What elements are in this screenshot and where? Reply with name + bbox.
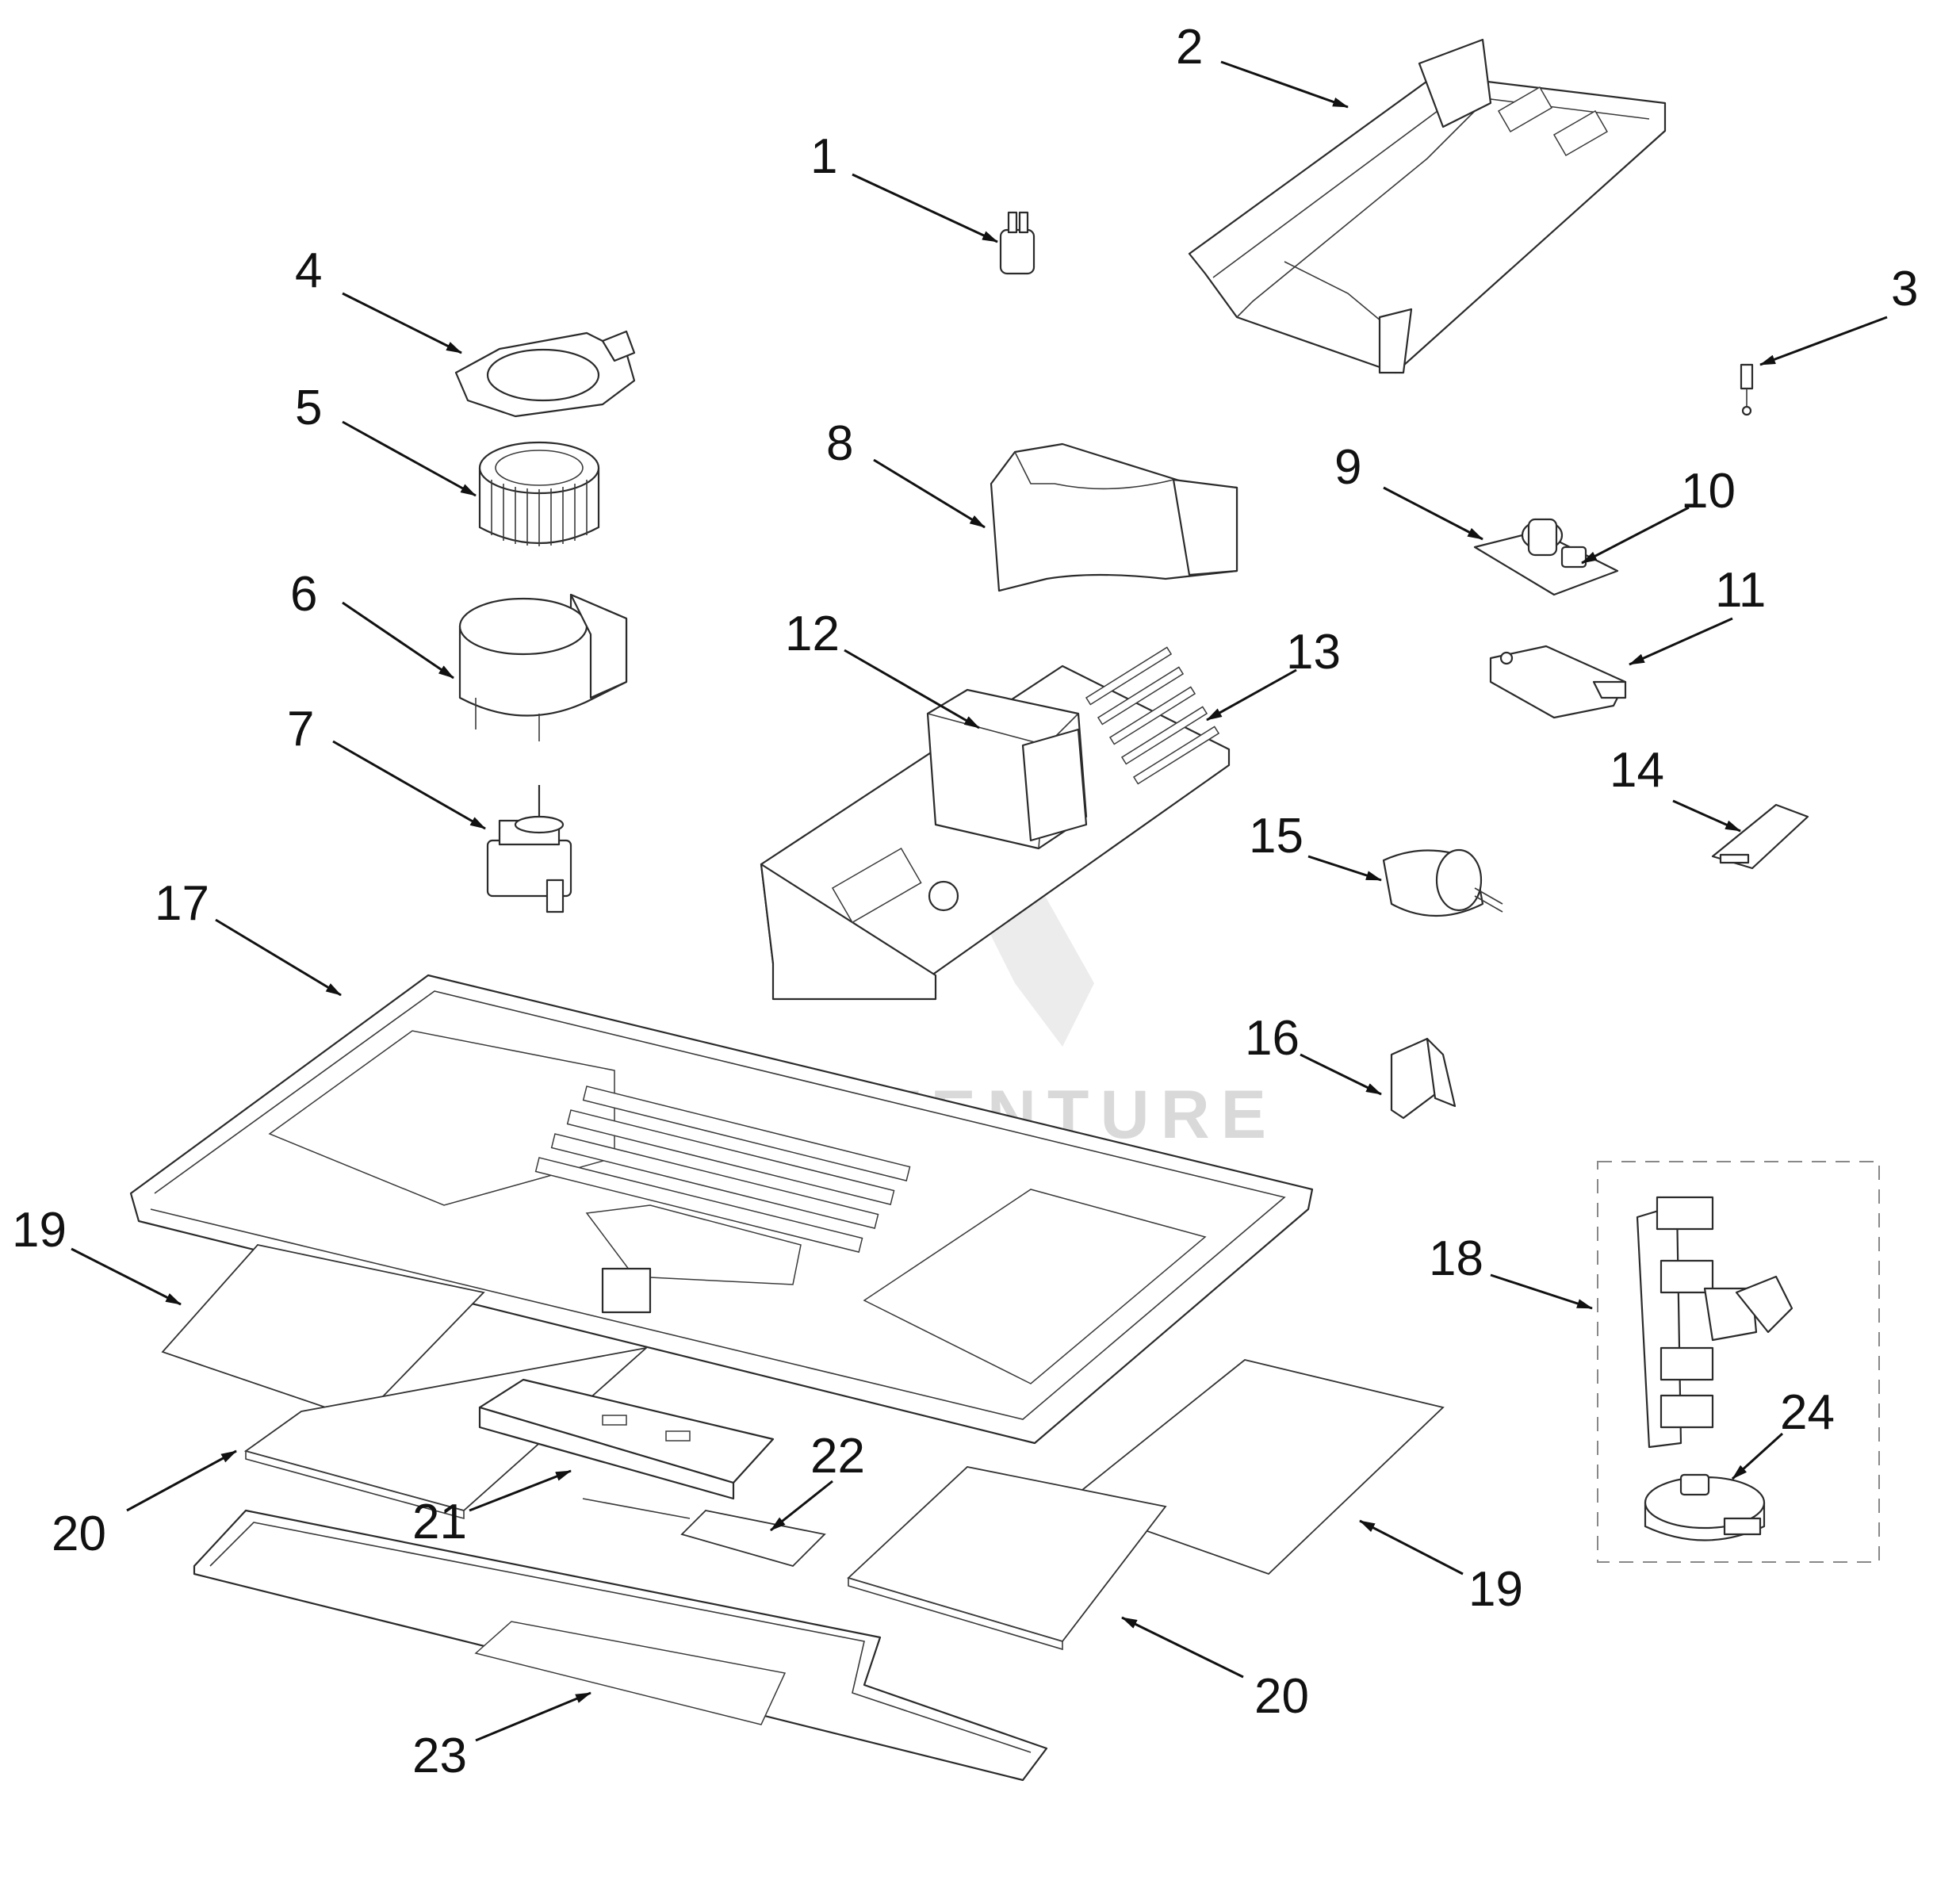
callout-number: 22 — [810, 1429, 865, 1484]
callout-number: 21 — [412, 1495, 467, 1549]
callout-20-right: 20 — [1121, 1616, 1309, 1724]
callout-18: 18 — [1429, 1231, 1593, 1310]
callout-19-left: 19 — [12, 1203, 182, 1306]
part-12-transformer — [926, 688, 1088, 850]
callout-10: 10 — [1581, 464, 1736, 565]
callout-12: 12 — [785, 607, 980, 729]
part-15-capacitor — [1382, 848, 1503, 917]
callout-14: 14 — [1610, 743, 1741, 833]
callout-17: 17 — [155, 876, 342, 997]
callout-22: 22 — [770, 1429, 865, 1532]
part-1-switch — [999, 211, 1036, 275]
part-5-blower-wheel — [478, 441, 600, 546]
callout-24: 24 — [1731, 1385, 1835, 1480]
part-16-clip — [1390, 1037, 1457, 1120]
callout-number: 3 — [1891, 262, 1918, 316]
part-2-control-bracket — [1188, 38, 1667, 374]
callout-7: 7 — [287, 702, 486, 830]
callout-13: 13 — [1206, 625, 1341, 722]
part-24-turntable-motor — [1644, 1473, 1766, 1541]
part-11-bracket — [1489, 645, 1627, 719]
callout-number: 24 — [1780, 1385, 1835, 1440]
part-18-door-switch-assembly — [1636, 1196, 1793, 1449]
callout-number: 9 — [1334, 440, 1361, 495]
callout-number: 12 — [785, 607, 840, 661]
callout-number: 11 — [1715, 563, 1766, 618]
part-22-plate — [582, 1498, 826, 1568]
part-10-relay — [1560, 546, 1587, 569]
callout-19-right: 19 — [1359, 1519, 1523, 1617]
part-6-blower-housing — [458, 593, 628, 741]
callout-number: 19 — [1468, 1562, 1523, 1617]
callout-5: 5 — [295, 381, 477, 497]
callout-2: 2 — [1176, 20, 1349, 109]
part-7-blower-motor — [486, 785, 572, 913]
callout-number: 14 — [1610, 743, 1664, 798]
part-19-cover-sheet-right — [1065, 1359, 1445, 1576]
callout-number: 13 — [1286, 625, 1341, 680]
callout-23: 23 — [412, 1691, 591, 1783]
callout-number: 20 — [1254, 1669, 1309, 1724]
callout-21: 21 — [412, 1469, 572, 1549]
callout-20-left: 20 — [52, 1449, 237, 1561]
callouts: 1 2 3 4 5 6 7 8 — [12, 20, 1918, 1783]
callout-number: 15 — [1249, 809, 1303, 863]
part-14-plate — [1711, 803, 1809, 870]
part-4-blower-plate — [454, 330, 636, 418]
part-3-thermal-fuse — [1740, 363, 1754, 416]
callout-6: 6 — [290, 567, 454, 680]
group-box-18-24 — [1597, 1161, 1880, 1563]
callout-16: 16 — [1245, 1011, 1382, 1096]
callout-number: 1 — [810, 129, 837, 184]
callout-15: 15 — [1249, 809, 1382, 882]
callout-4: 4 — [295, 243, 462, 354]
part-23-frame — [193, 1509, 1048, 1782]
callout-number: 17 — [155, 876, 209, 931]
part-8-air-duct — [990, 442, 1238, 592]
callout-11: 11 — [1629, 563, 1766, 666]
callout-number: 7 — [287, 702, 314, 756]
callout-number: 5 — [295, 381, 322, 435]
part-9-noise-filter-board — [1473, 518, 1619, 596]
callout-number: 19 — [12, 1203, 67, 1258]
callout-number: 8 — [826, 416, 853, 471]
callout-number: 23 — [412, 1729, 467, 1783]
callout-number: 6 — [290, 567, 317, 622]
part-21-bracket — [478, 1378, 775, 1500]
part-17-base-plate — [129, 974, 1314, 1445]
callout-number: 4 — [295, 243, 322, 298]
part-20-filter-right — [847, 1466, 1167, 1651]
callout-number: 10 — [1681, 464, 1736, 519]
callout-8: 8 — [826, 416, 986, 529]
callout-number: 18 — [1429, 1231, 1483, 1286]
callout-9: 9 — [1334, 440, 1483, 541]
callout-number: 20 — [52, 1507, 106, 1561]
callout-number: 2 — [1176, 20, 1203, 75]
callout-number: 16 — [1245, 1011, 1300, 1066]
callout-3: 3 — [1759, 262, 1918, 366]
callout-1: 1 — [810, 129, 998, 243]
part-19-cover-sheet-left — [161, 1244, 485, 1421]
